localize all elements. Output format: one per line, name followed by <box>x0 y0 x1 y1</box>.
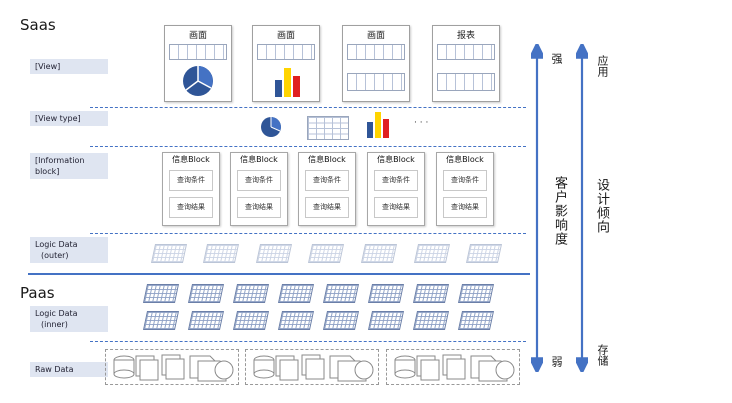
logic-outer-grid <box>255 244 293 263</box>
logic-outer-grid <box>465 244 503 263</box>
logic-inner-grid <box>277 284 315 303</box>
divider-info <box>90 233 526 234</box>
bar-chart-icon <box>275 68 300 97</box>
paas-label: Paas <box>20 284 55 302</box>
table-icon <box>437 44 495 60</box>
raw-data-group-2 <box>245 349 379 385</box>
view-card-1: 画面 <box>164 25 232 102</box>
table-icon <box>347 73 405 91</box>
report-card: 报表 <box>432 25 500 102</box>
logic-outer-grid <box>150 244 188 263</box>
table-icon <box>437 73 495 91</box>
document-stack-icon <box>394 354 515 382</box>
logic-outer-grid <box>307 244 345 263</box>
application-label: 应用 <box>596 55 609 77</box>
info-block-3: 信息Block 查询条件 查询结果 <box>298 152 356 226</box>
storage-label: 存储 <box>596 344 609 366</box>
logic-inner-grid <box>322 311 360 330</box>
tag-view-type: [View type] <box>30 111 108 126</box>
logic-inner-grid <box>187 311 225 330</box>
document-stack-icon <box>113 354 234 382</box>
document-stack-icon <box>253 354 374 382</box>
logic-inner-grid <box>367 284 405 303</box>
info-block-2: 信息Block 查询条件 查询结果 <box>230 152 288 226</box>
logic-inner-grid <box>277 311 315 330</box>
tag-raw-data: Raw Data <box>30 362 108 377</box>
saas-label: Saas <box>20 16 56 34</box>
tag-logic-outer: Logic Data (outer) <box>30 237 108 263</box>
logic-inner-grid <box>412 311 450 330</box>
table-type-icon <box>307 116 349 140</box>
info-block-4: 信息Block 查询条件 查询结果 <box>367 152 425 226</box>
raw-data-group-3 <box>386 349 520 385</box>
design-tendency-arrow <box>576 44 588 372</box>
table-icon <box>257 44 315 60</box>
customer-impact-label: 客户影响度 <box>552 176 567 246</box>
strong-label: 强 <box>550 53 563 64</box>
info-block-1: 信息Block 查询条件 查询结果 <box>162 152 220 226</box>
tag-logic-inner: Logic Data (inner) <box>30 306 108 332</box>
logic-inner-grid <box>367 311 405 330</box>
logic-inner-grid <box>187 284 225 303</box>
logic-inner-grid <box>412 284 450 303</box>
table-icon <box>169 44 227 60</box>
table-icon <box>347 44 405 60</box>
design-tendency-label: 设计倾向 <box>594 178 609 234</box>
saas-paas-divider <box>28 273 530 275</box>
info-block-5: 信息Block 查询条件 查询结果 <box>436 152 494 226</box>
weak-label: 弱 <box>550 356 563 367</box>
logic-outer-grid <box>360 244 398 263</box>
logic-inner-grid <box>322 284 360 303</box>
divider-inner <box>90 341 526 342</box>
pie-type-icon <box>261 117 281 137</box>
customer-impact-arrow <box>531 44 543 372</box>
raw-data-group-1 <box>105 349 239 385</box>
divider-view-type <box>90 146 526 147</box>
logic-outer-grid <box>202 244 240 263</box>
tag-view: [View] <box>30 59 108 74</box>
logic-inner-grid <box>232 311 270 330</box>
logic-inner-grid <box>142 284 180 303</box>
bar-type-icon <box>367 112 389 138</box>
divider-view <box>90 107 526 108</box>
view-card-3: 画面 <box>342 25 410 102</box>
pie-chart-icon <box>183 66 213 96</box>
logic-outer-grid <box>413 244 451 263</box>
more-types: · · · <box>414 118 429 128</box>
tag-information-block: [Information block] <box>30 153 108 179</box>
logic-inner-grid <box>457 284 495 303</box>
logic-inner-grid <box>142 311 180 330</box>
view-card-2: 画面 <box>252 25 320 102</box>
logic-inner-grid <box>457 311 495 330</box>
logic-inner-grid <box>232 284 270 303</box>
